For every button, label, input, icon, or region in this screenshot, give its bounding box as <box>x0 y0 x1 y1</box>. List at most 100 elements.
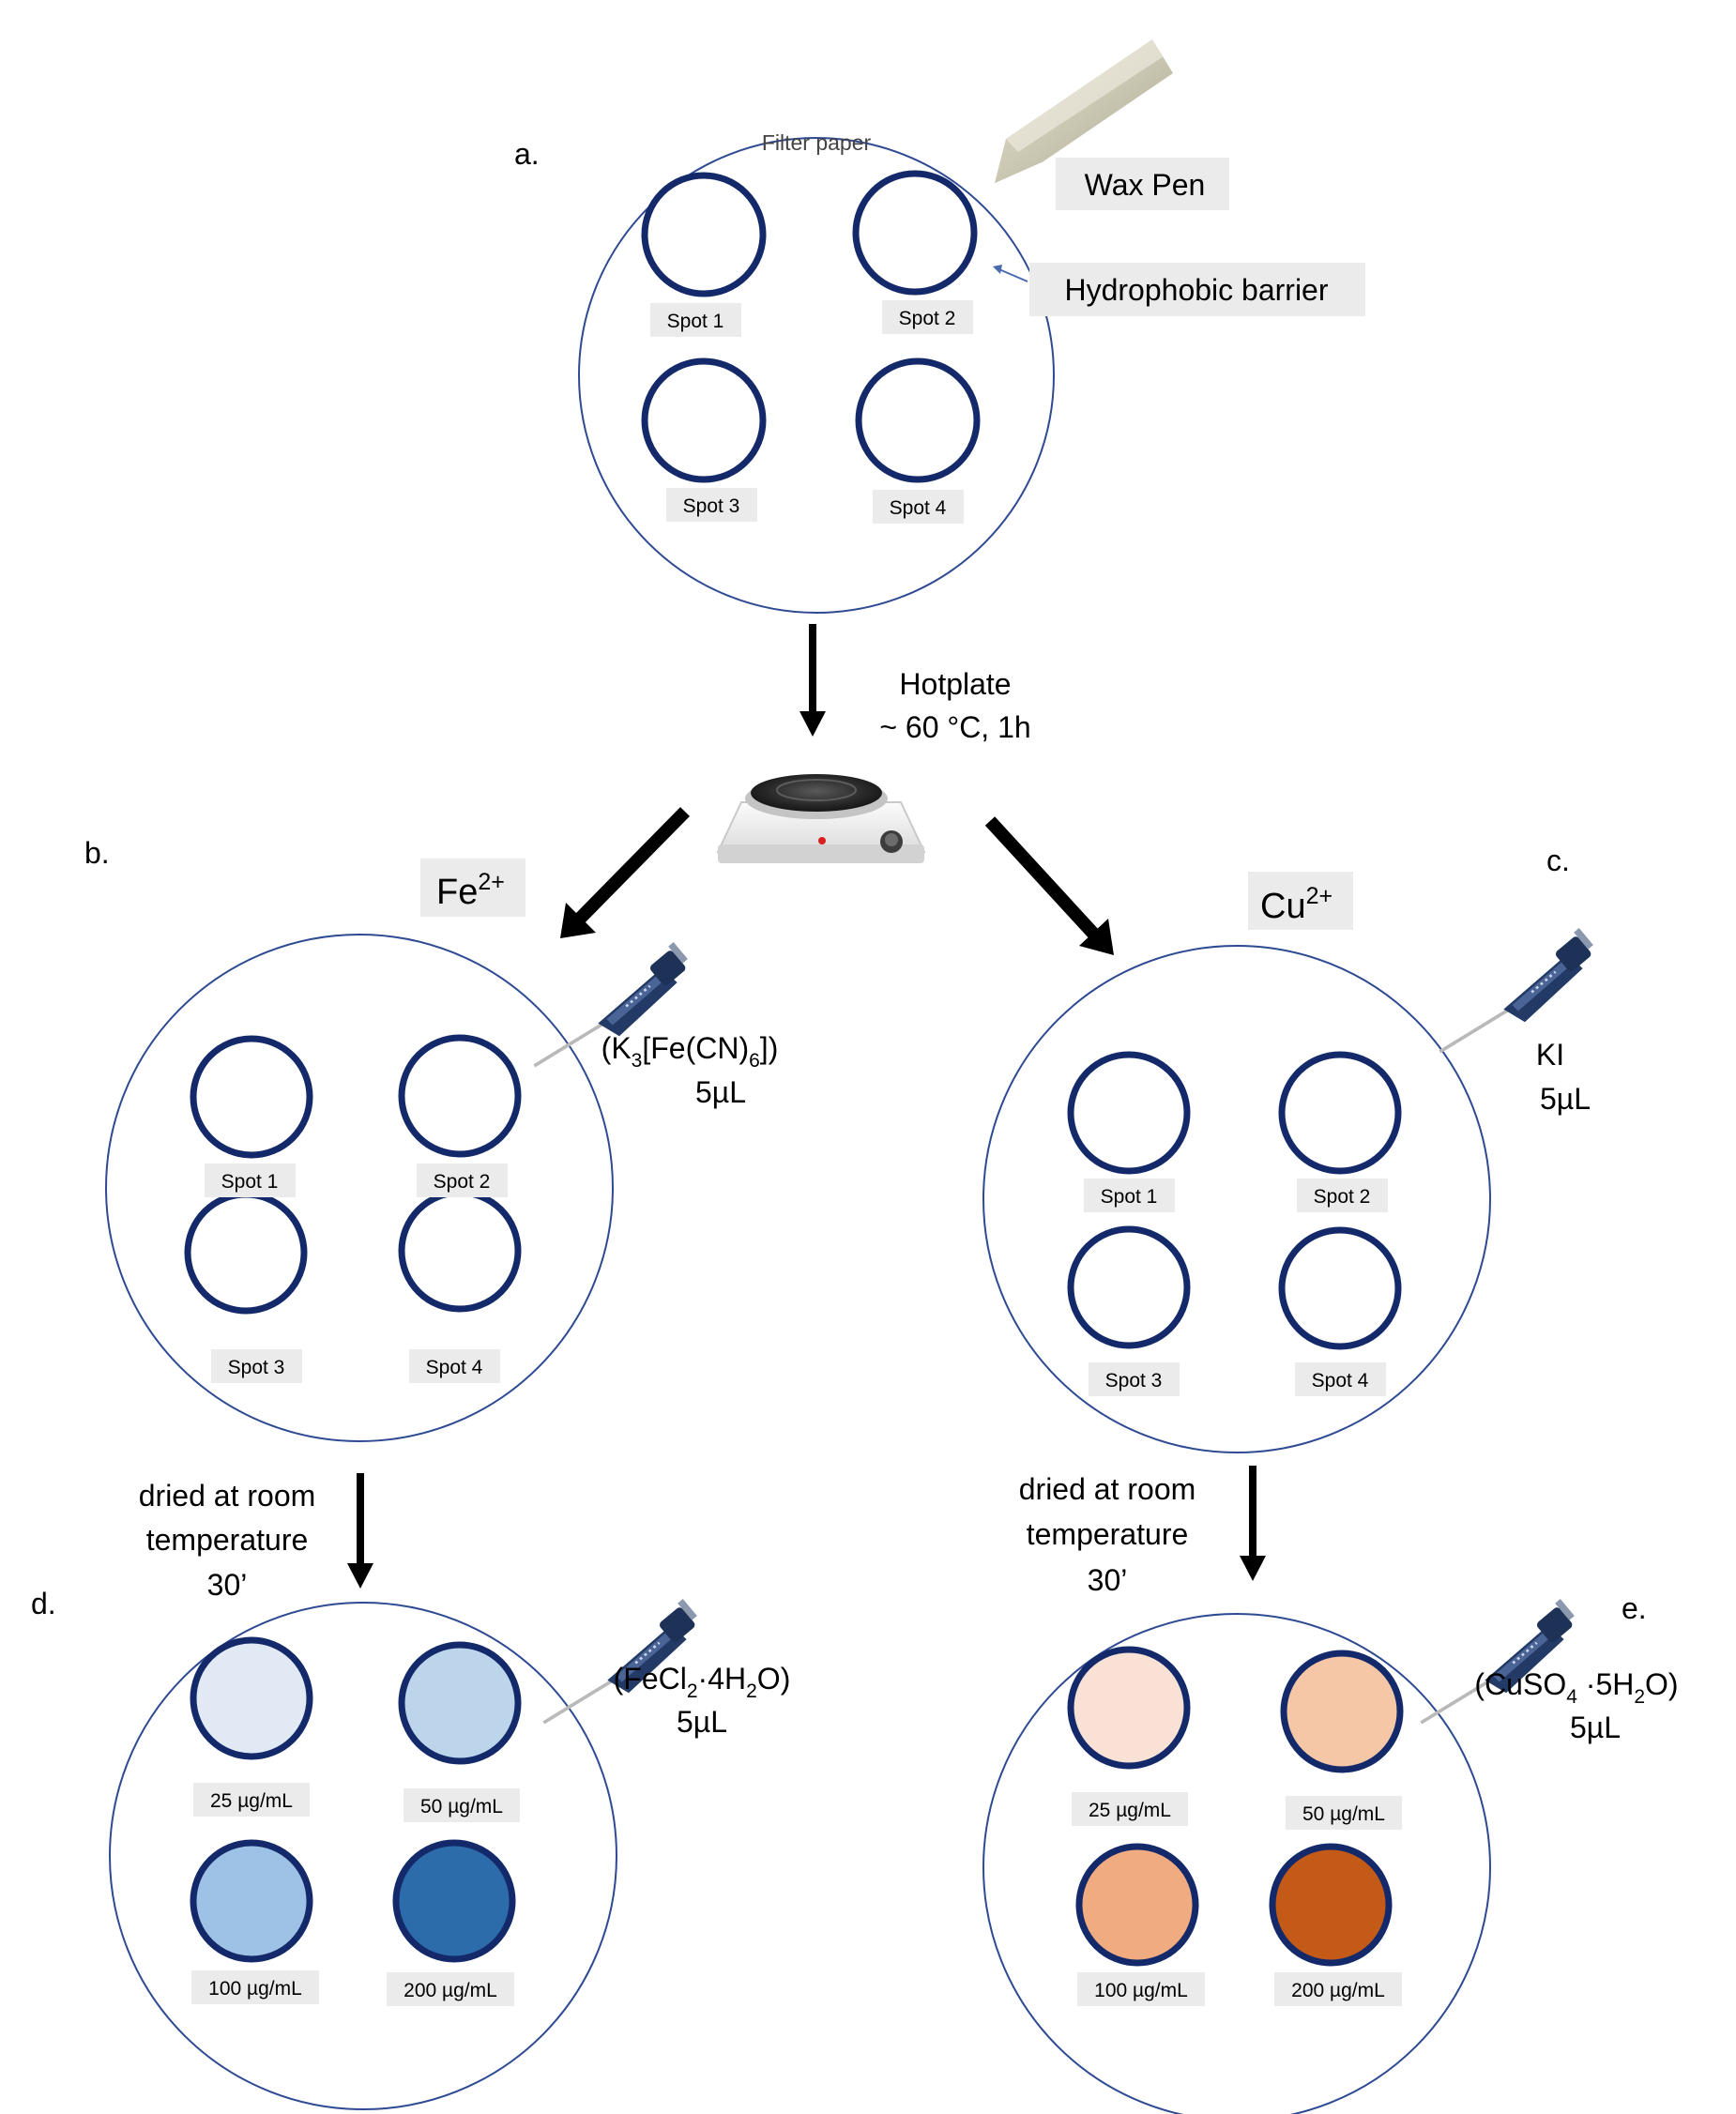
spot-ring-c3 <box>1067 1225 1191 1349</box>
spot-label-bg <box>1297 1179 1388 1212</box>
volume-e: 5µL <box>1570 1711 1621 1744</box>
spot-ring-b3 <box>184 1191 308 1315</box>
drying-line3: 30’ <box>1088 1563 1128 1597</box>
conc-label-d3: 100 µg/mL <box>208 1978 302 2000</box>
wax-pen-label-bg <box>1056 158 1229 210</box>
barrier-pointer-head <box>993 265 1002 274</box>
ion-label-cu: Cu2+ <box>1260 883 1332 926</box>
conc-label-e4: 200 µg/mL <box>1291 1980 1385 2001</box>
spot-label-bg <box>1295 1362 1386 1396</box>
hotplate-step: Hotplate ~ 60 °C, 1h <box>560 624 1114 955</box>
spot-ring-b1 <box>190 1035 313 1159</box>
down-arrow-head <box>799 711 826 737</box>
spot-ring-c4 <box>1278 1226 1402 1350</box>
ion-label-bg-fe <box>420 859 525 917</box>
filter-paper-e <box>982 1613 1491 2114</box>
spot-label-bg <box>873 490 964 524</box>
spot-label-bg <box>1072 1792 1188 1826</box>
reagent-d: (FeCl2·4H2O) <box>614 1662 791 1702</box>
down-arrow-left-head <box>347 1563 373 1589</box>
spot-label-bg <box>409 1349 500 1383</box>
reagent-e: (CuSO4 ·5H2O) <box>1474 1667 1678 1708</box>
panel-a: Filter paper Spot 1 Spot 2 Spot 3 Spot 4… <box>578 39 1365 614</box>
spot-fill-e1 <box>1067 1646 1191 1770</box>
spot-label-a3: Spot 3 <box>683 495 740 517</box>
filter-paper-b <box>105 934 614 1442</box>
hotplate-conditions: ~ 60 °C, 1h <box>879 710 1030 744</box>
spot-label-c2: Spot 2 <box>1314 1186 1371 1208</box>
conc-label-d4: 200 µg/mL <box>404 1980 497 2001</box>
drying-line1: dried at room <box>139 1479 316 1513</box>
spot-fill-e4 <box>1269 1843 1393 1967</box>
panel-label-c: c. <box>1546 844 1570 877</box>
spot-label-bg <box>1077 1972 1205 2006</box>
spot-label-c4: Spot 4 <box>1312 1370 1369 1392</box>
conc-label-e3: 100 µg/mL <box>1094 1980 1188 2001</box>
ion-label-fe: Fe2+ <box>436 869 505 912</box>
spot-ring-a1 <box>641 172 767 297</box>
spot-ring-b4 <box>398 1189 522 1313</box>
drying-line3: 30’ <box>207 1568 248 1602</box>
drying-line1: dried at room <box>1019 1472 1196 1506</box>
panel-b: Fe2+ Spot 1 Spot 2 Spot 3 Spot 4 (K3[Fe(… <box>105 859 779 1442</box>
drying-line2: temperature <box>1027 1517 1189 1551</box>
filter-paper-d <box>109 1602 617 2110</box>
spot-label-a2: Spot 2 <box>899 308 956 329</box>
branch-arrow-right-head <box>1079 919 1114 955</box>
filter-paper-title: Filter paper <box>762 130 872 155</box>
spot-ring-b2 <box>398 1034 522 1158</box>
conc-label-d2: 50 µg/mL <box>420 1796 503 1817</box>
spot-label-c3: Spot 3 <box>1105 1370 1163 1392</box>
spot-label-c1: Spot 1 <box>1101 1186 1158 1208</box>
panel-label-a: a. <box>514 137 540 171</box>
conc-label-d1: 25 µg/mL <box>210 1790 293 1812</box>
conc-label-e1: 25 µg/mL <box>1089 1800 1171 1821</box>
spot-label-a1: Spot 1 <box>667 311 724 332</box>
spot-label-bg <box>417 1163 508 1197</box>
spot-label-bg <box>404 1788 520 1822</box>
spot-ring-c1 <box>1067 1051 1191 1175</box>
drying-step-right: dried at room temperature 30’ <box>1019 1466 1266 1597</box>
spot-label-b2: Spot 2 <box>434 1171 491 1193</box>
spot-fill-d1 <box>190 1636 313 1760</box>
spot-label-bg <box>1089 1362 1180 1396</box>
wax-pen-label: Wax Pen <box>1085 168 1206 202</box>
down-arrow-right-head <box>1240 1556 1266 1581</box>
spot-label-bg <box>205 1163 296 1197</box>
panel-label-b: b. <box>84 836 110 870</box>
spot-label-bg <box>1274 1972 1402 2006</box>
pipette-icon <box>1419 1597 1576 1725</box>
spot-ring-c2 <box>1278 1051 1402 1175</box>
spot-label-bg <box>211 1349 302 1383</box>
conc-label-e2: 50 µg/mL <box>1302 1803 1385 1825</box>
drying-step-left: dried at room temperature 30’ <box>139 1473 373 1602</box>
volume-b: 5µL <box>695 1075 746 1109</box>
volume-d: 5µL <box>677 1705 727 1739</box>
branch-arrow-left-head <box>560 903 596 938</box>
spot-label-bg <box>666 488 757 522</box>
panel-e: 25 µg/mL 50 µg/mL 100 µg/mL 200 µg/mL (C… <box>982 1597 1679 2114</box>
panel-label-d: d. <box>31 1587 56 1620</box>
spot-label-b1: Spot 1 <box>221 1171 279 1193</box>
spot-label-b3: Spot 3 <box>228 1357 285 1378</box>
spot-label-bg <box>650 303 741 337</box>
hotplate-icon <box>716 774 926 863</box>
spot-label-bg <box>387 1972 514 2006</box>
spot-fill-d2 <box>398 1641 522 1765</box>
panel-label-e: e. <box>1622 1591 1647 1625</box>
spot-fill-e3 <box>1075 1843 1199 1967</box>
hotplate-label: Hotplate <box>899 667 1011 701</box>
spot-fill-e2 <box>1280 1650 1404 1773</box>
pipette-icon <box>1438 926 1595 1054</box>
branch-arrow-right <box>984 816 1102 941</box>
spot-ring-a2 <box>852 170 978 296</box>
barrier-label: Hydrophobic barrier <box>1064 273 1328 307</box>
reagent-b: (K3[Fe(CN)6]) <box>602 1031 779 1072</box>
spot-ring-a4 <box>855 357 981 483</box>
panel-c: Cu2+ Spot 1 Spot 2 Spot 3 Spot 4 KI 5µL <box>982 872 1595 1453</box>
branch-arrow-left <box>572 807 690 926</box>
spot-fill-d3 <box>190 1839 313 1963</box>
spot-label-bg <box>191 1970 319 2004</box>
spot-label-bg <box>193 1783 310 1817</box>
